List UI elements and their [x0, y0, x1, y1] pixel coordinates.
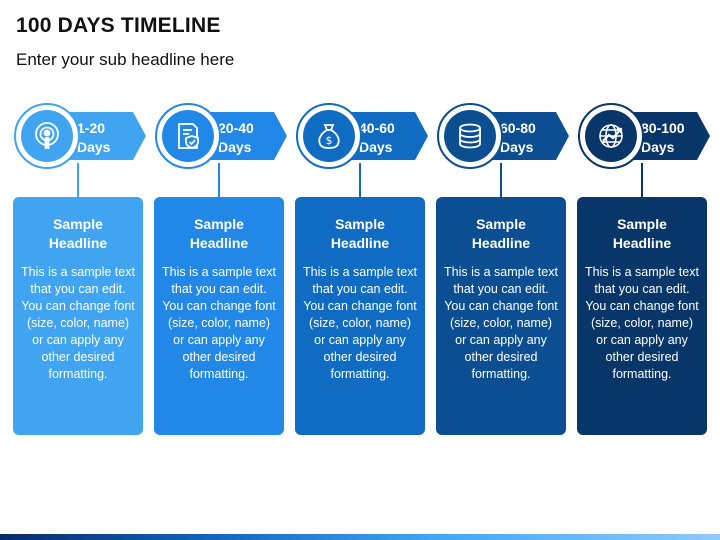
- step-range: 1-20: [77, 120, 106, 136]
- step-card: Sample Headline This is a sample text th…: [436, 197, 566, 435]
- timeline-step-2: 20-40 Days Sample Headline This is a sam…: [154, 103, 294, 438]
- step-card: Sample Headline This is a sample text th…: [154, 197, 284, 435]
- globe-growth-icon: [599, 124, 623, 148]
- timeline-step-1: 1-20 Days Sample Headline This is a samp…: [13, 103, 153, 438]
- card-text: This is a sample text that you can edit.…: [303, 265, 417, 381]
- step-unit: Days: [359, 139, 393, 155]
- step-icon-ring: [155, 103, 221, 169]
- step-icon-ring: [437, 103, 503, 169]
- card-text: This is a sample text that you can edit.…: [162, 265, 276, 381]
- step-card: Sample Headline This is a sample text th…: [13, 197, 143, 435]
- step-unit: Days: [77, 139, 111, 155]
- page-subtitle: Enter your sub headline here: [16, 50, 235, 69]
- card-text: This is a sample text that you can edit.…: [585, 265, 699, 381]
- step-range: 40-60: [359, 120, 395, 136]
- money-bag-icon: $: [318, 124, 340, 149]
- timeline-step-5: 80-100 Days Sample Headline This is a sa…: [577, 103, 717, 438]
- database-icon: [459, 123, 481, 149]
- card-headline: Sample Headline: [330, 216, 390, 251]
- step-card: Sample Headline This is a sample text th…: [295, 197, 425, 435]
- connector-line: [218, 163, 220, 197]
- step-icon-ring: [14, 103, 80, 169]
- connector-line: [359, 163, 361, 197]
- timeline-step-4: 60-80 Days Sample Headline This is a sam…: [436, 103, 576, 438]
- footer-gradient-bar: [0, 534, 720, 540]
- card-text: This is a sample text that you can edit.…: [21, 265, 135, 381]
- card-headline: Sample Headline: [48, 216, 108, 251]
- step-range: 20-40: [218, 120, 254, 136]
- card-text: This is a sample text that you can edit.…: [444, 265, 558, 381]
- step-icon-ring: $: [296, 103, 362, 169]
- document-shield-icon: [178, 123, 199, 149]
- step-unit: Days: [641, 139, 675, 155]
- step-range: 80-100: [641, 120, 685, 136]
- step-card: Sample Headline This is a sample text th…: [577, 197, 707, 435]
- step-icon-ring: [578, 103, 644, 169]
- connector-line: [77, 163, 79, 197]
- connector-line: [500, 163, 502, 197]
- card-headline: Sample Headline: [612, 216, 672, 251]
- svg-text:$: $: [326, 134, 333, 147]
- step-unit: Days: [500, 139, 534, 155]
- step-range: 60-80: [500, 120, 536, 136]
- timeline-step-3: 40-60 Days $ Sample Headline This is a s…: [295, 103, 435, 438]
- step-unit: Days: [218, 139, 252, 155]
- podcast-icon: [35, 122, 59, 149]
- connector-line: [641, 163, 643, 197]
- page-title: 100 DAYS TIMELINE: [16, 14, 221, 37]
- card-headline: Sample Headline: [471, 216, 531, 251]
- card-headline: Sample Headline: [189, 216, 249, 251]
